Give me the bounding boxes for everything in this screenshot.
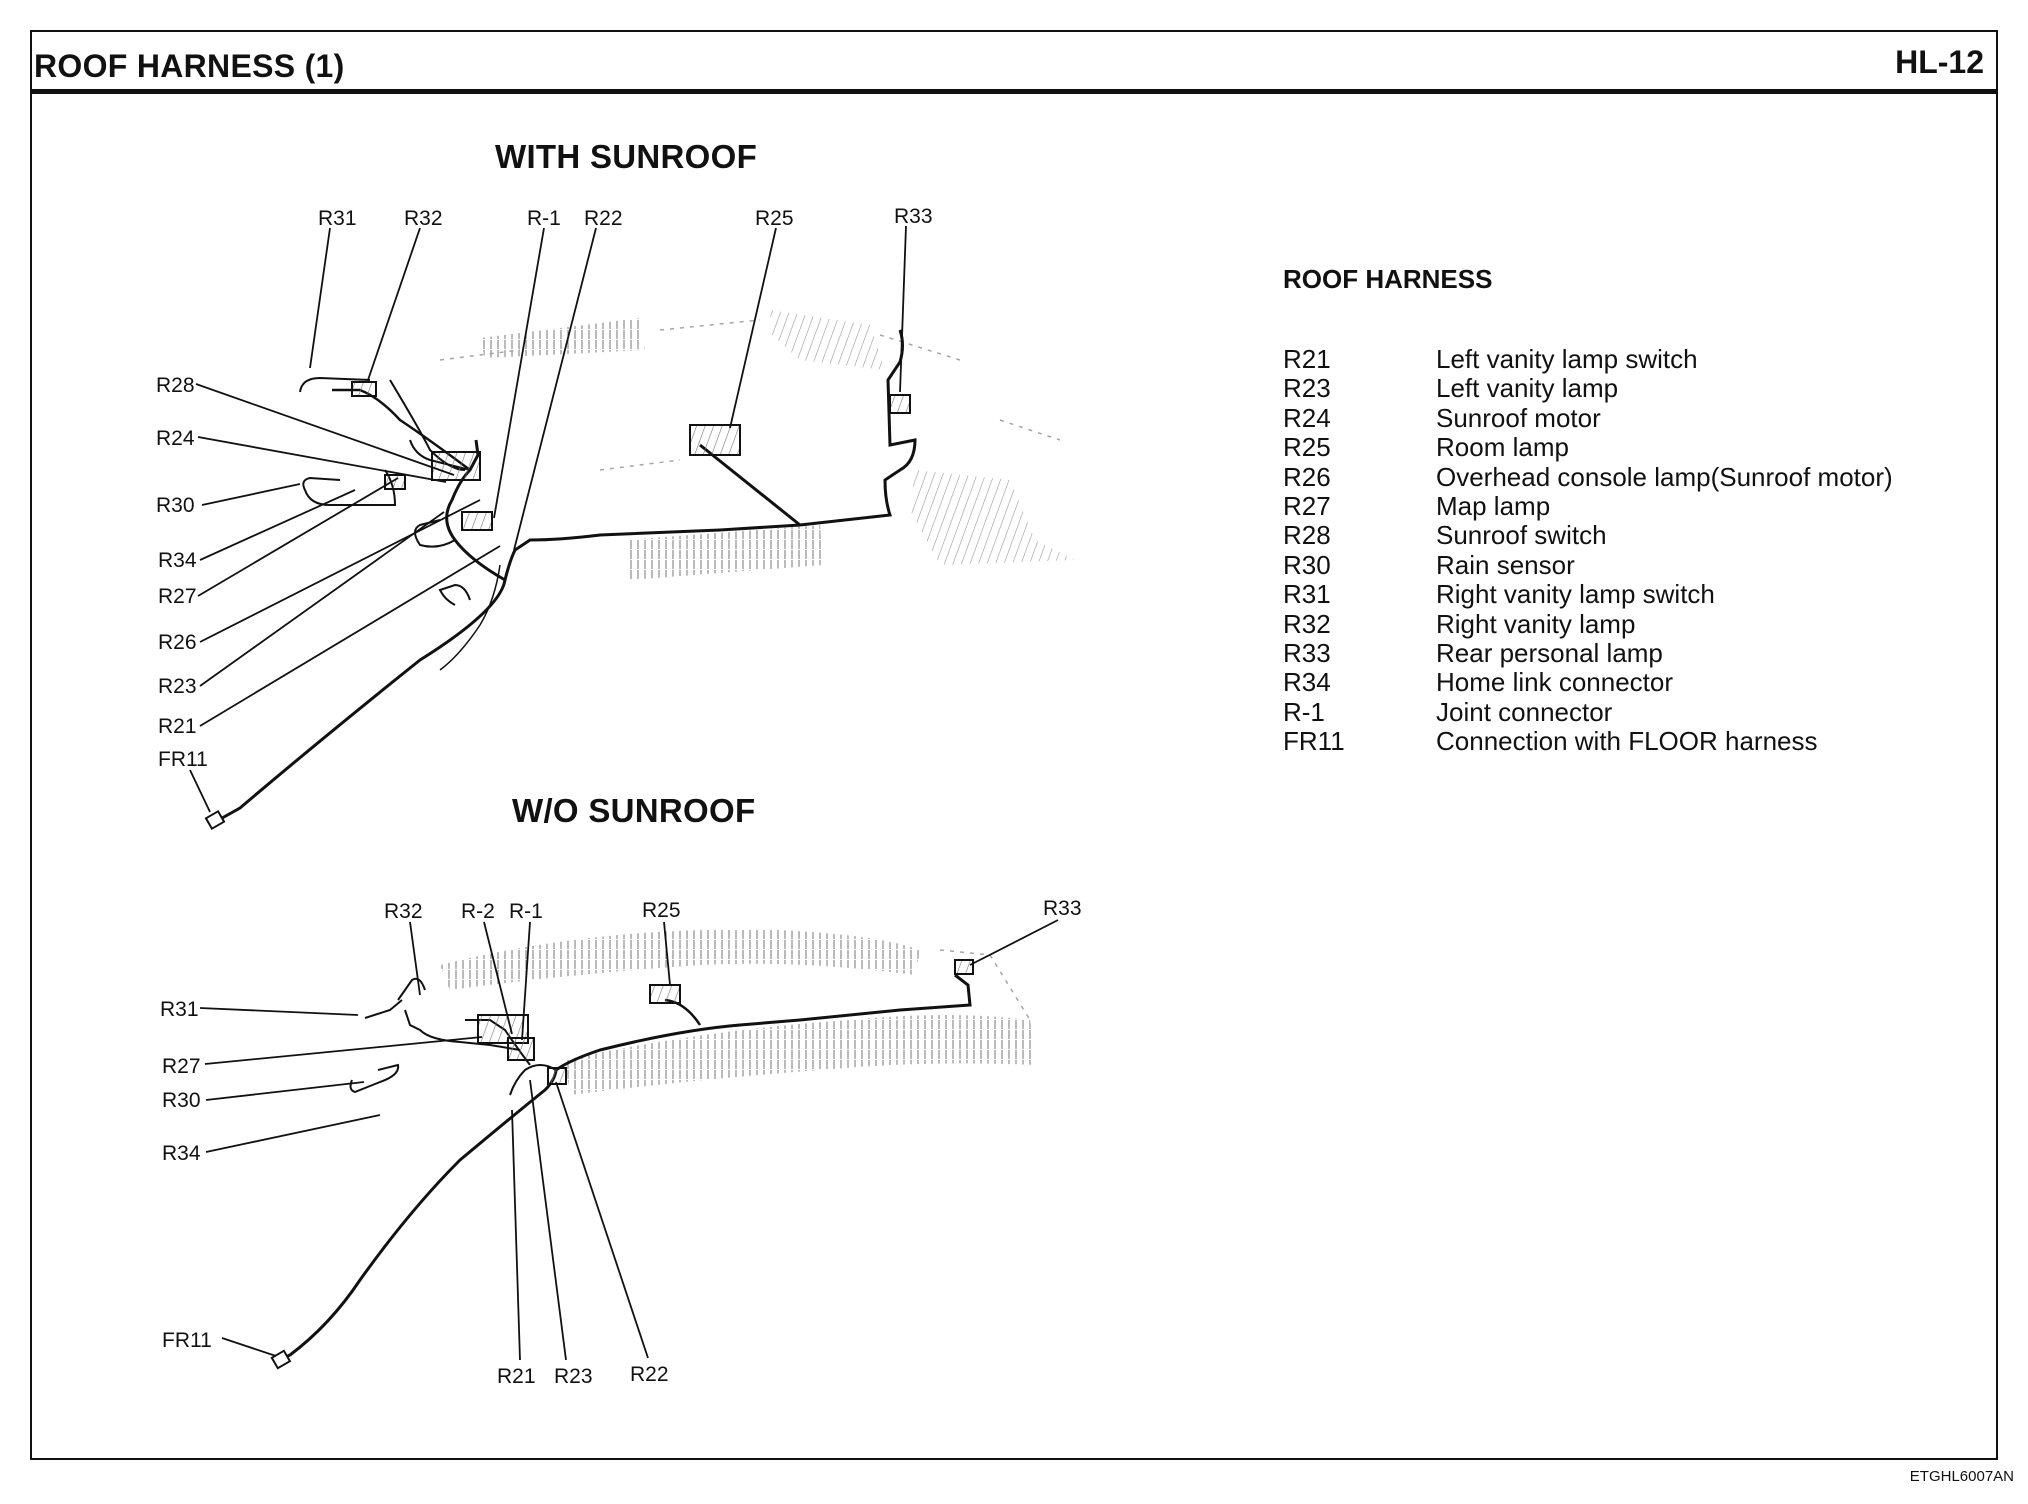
with-sunroof-title: WITH SUNROOF (495, 138, 758, 175)
without-label-r27: R27 (162, 1055, 201, 1078)
with-sunroof-labels: R31 R32 R-1 R22 R25 R33 R28 R24 R30 R34 … (156, 205, 933, 771)
with-sunroof-connectors (204, 381, 911, 831)
legend-description: Connection with FLOOR harness (1436, 726, 1818, 757)
without-sunroof-roof-panel (440, 929, 1035, 1095)
without-label-r34: R34 (162, 1142, 201, 1165)
legend-code: R27 (1283, 491, 1331, 522)
legend-description: Overhead console lamp(Sunroof motor) (1436, 461, 1893, 492)
with-label-r25: R25 (755, 207, 794, 230)
legend-item: R27 Map lamp (1283, 491, 1893, 522)
without-sunroof-connectors (270, 959, 974, 1370)
with-label-r27: R27 (158, 585, 197, 608)
with-label-r24: R24 (156, 427, 195, 450)
legend-description: Sunroof motor (1436, 402, 1601, 433)
legend-description: Room lamp (1436, 432, 1569, 463)
legend-list: R21 Left vanity lamp switch R23 Left vanit… (1283, 344, 1893, 757)
legend-item: R23 Left vanity lamp (1283, 373, 1893, 404)
legend-description: Right vanity lamp switch (1436, 579, 1715, 610)
legend-item: R28 Sunroof switch (1283, 520, 1893, 551)
legend-code: FR11 (1283, 726, 1345, 757)
page-header: ROOF HARNESS (1) HL-12 (30, 30, 1998, 94)
legend-description: Rain sensor (1436, 549, 1575, 580)
legend-code: R26 (1283, 461, 1331, 492)
legend-item: R31 Right vanity lamp switch (1283, 579, 1893, 610)
legend-code: R33 (1283, 638, 1331, 669)
legend-description: Sunroof switch (1436, 520, 1607, 551)
legend-description: Joint connector (1436, 696, 1613, 727)
page-frame (30, 30, 1998, 1460)
with-label-r33: R33 (894, 205, 933, 228)
with-label-r1: R-1 (527, 207, 561, 230)
without-label-r30: R30 (162, 1089, 201, 1112)
without-label-r33: R33 (1043, 897, 1082, 920)
legend-code: R31 (1283, 579, 1331, 610)
legend-description: Rear personal lamp (1436, 638, 1663, 669)
with-sunroof-diagram: R31 R32 R-1 R22 R25 R33 R28 R24 R30 R34 … (156, 205, 1075, 831)
legend-item: FR11 Connection with FLOOR harness (1283, 726, 1893, 757)
legend-item: R-1 Joint connector (1283, 696, 1893, 727)
legend-item: R32 Right vanity lamp (1283, 608, 1893, 639)
with-label-r22: R22 (584, 207, 623, 230)
legend-description: Home link connector (1436, 667, 1673, 698)
legend-code: R30 (1283, 549, 1331, 580)
with-label-r21: R21 (158, 715, 197, 738)
legend-description: Left vanity lamp (1436, 373, 1619, 404)
page-code: HL-12 (1895, 44, 1984, 80)
legend-description: Left vanity lamp switch (1436, 344, 1698, 374)
legend-item: R30 Rain sensor (1283, 549, 1893, 580)
legend-code: R23 (1283, 373, 1331, 404)
legend-code: R28 (1283, 520, 1331, 551)
without-sunroof-diagram: R32 R-2 R-1 R25 R33 R31 R27 R30 R34 FR11… (160, 897, 1082, 1388)
legend-item: R24 Sunroof motor (1283, 402, 1893, 433)
legend-description: Map lamp (1436, 491, 1551, 522)
with-label-r31: R31 (318, 207, 357, 230)
with-label-r34: R34 (158, 549, 197, 572)
without-sunroof-labels: R32 R-2 R-1 R25 R33 R31 R27 R30 R34 FR11… (160, 897, 1082, 1388)
without-label-r25: R25 (642, 899, 681, 922)
with-label-r28: R28 (156, 374, 195, 397)
legend-code: R32 (1283, 608, 1331, 639)
without-sunroof-title: W/O SUNROOF (512, 792, 756, 829)
with-label-r26: R26 (158, 631, 197, 654)
without-sunroof-leader-lines (199, 919, 1059, 1361)
legend-item: R25 Room lamp (1283, 432, 1893, 463)
legend-item: R26 Overhead console lamp(Sunroof motor) (1283, 461, 1893, 492)
legend-item: R33 Rear personal lamp (1283, 638, 1893, 669)
without-label-r23: R23 (554, 1365, 593, 1388)
without-label-r2: R-2 (461, 900, 495, 923)
without-label-r31: R31 (160, 998, 199, 1021)
legend-item: R34 Home link connector (1283, 667, 1893, 698)
legend-code: R25 (1283, 432, 1331, 463)
without-label-r22: R22 (630, 1363, 669, 1386)
with-label-r23: R23 (158, 675, 197, 698)
without-label-r21: R21 (497, 1365, 536, 1388)
legend-code: R21 (1283, 344, 1331, 374)
legend-title: ROOF HARNESS (1283, 264, 1493, 294)
legend-code: R34 (1283, 667, 1331, 698)
legend-code: R24 (1283, 402, 1331, 433)
page-title: ROOF HARNESS (1) (34, 48, 345, 84)
without-label-r1: R-1 (509, 900, 543, 923)
with-label-fr11: FR11 (158, 748, 208, 771)
with-label-r30: R30 (156, 494, 195, 517)
with-label-r32: R32 (404, 207, 443, 230)
without-label-fr11: FR11 (162, 1329, 212, 1352)
with-sunroof-leader-lines (189, 225, 907, 813)
without-label-r32: R32 (384, 900, 423, 923)
document-code: ETGHL6007AN (1909, 1468, 2014, 1485)
with-sunroof-harness (214, 329, 917, 824)
legend-item: R21 Left vanity lamp switch (1283, 344, 1893, 374)
with-sunroof-roof-panel (439, 310, 1075, 580)
legend-description: Right vanity lamp (1436, 608, 1636, 639)
legend-code: R-1 (1283, 696, 1325, 727)
